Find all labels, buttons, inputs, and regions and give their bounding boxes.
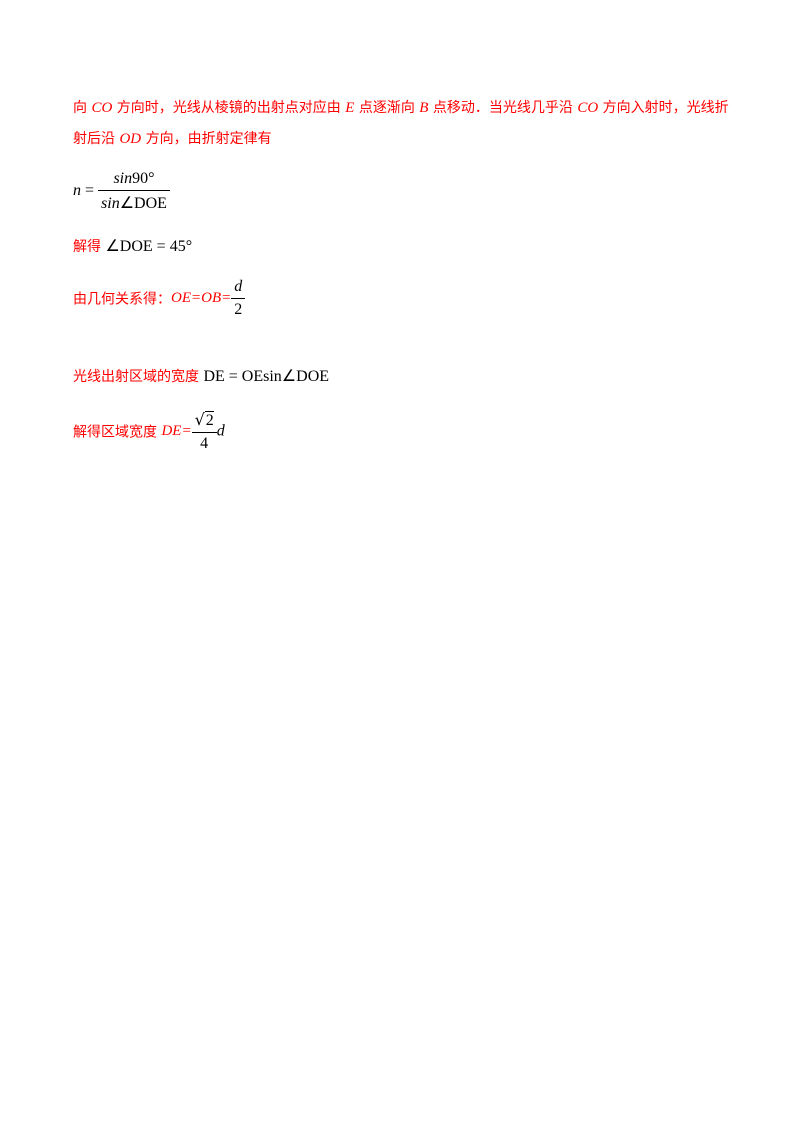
equation-geometry: 由几何关系得：OE=OB= d 2 <box>73 278 246 319</box>
fraction-numerator: √2 <box>191 410 217 433</box>
math-expr: DE= <box>161 423 192 439</box>
var-co: CO <box>577 100 599 116</box>
fraction-numerator: d <box>231 278 246 299</box>
equation-result: 解得区域宽度 DE= √2 4 d <box>73 410 225 453</box>
math-expr: ∠DOE = 45° <box>105 238 193 255</box>
math-expr: DE = OEsin∠DOE <box>203 368 330 385</box>
sqrt-symbol: √ <box>194 410 205 429</box>
fn-sin: sin <box>101 195 120 212</box>
fraction-denominator: 2 <box>234 301 243 318</box>
fraction-numerator: sin90° <box>98 170 170 191</box>
equation-refraction: n = sin90° sin∠DOE <box>73 170 170 213</box>
radicand: 2 <box>204 411 214 429</box>
text-segment: 射后沿 <box>73 131 120 147</box>
text-segment: 点逐渐向 <box>354 100 420 116</box>
text-segment: 点移动．当光线几乎沿 <box>428 100 578 116</box>
fraction-denominator: 4 <box>200 435 209 452</box>
equation-width: 光线出射区域的宽度 DE = OEsin∠DOE <box>73 366 329 386</box>
var-n: n <box>73 182 81 200</box>
paragraph-line-1: 向 CO 方向时，光线从棱镜的出射点对应由 E 点逐渐向 B 点移动．当光线几乎… <box>73 93 733 122</box>
fraction: √2 4 <box>191 410 217 453</box>
label-text: 光线出射区域的宽度 <box>73 369 204 385</box>
paragraph-line-2: 射后沿 OD 方向，由折射定律有 <box>73 124 733 153</box>
fraction-denominator: sin∠DOE <box>98 191 170 213</box>
label-text: 由几何关系得： <box>73 291 171 308</box>
var-co: CO <box>91 100 113 116</box>
var-d: d <box>216 422 225 440</box>
var-e: E <box>345 100 355 116</box>
text-segment: 方向，由折射定律有 <box>141 131 272 147</box>
fn-sin: sin <box>113 170 133 187</box>
fraction: d 2 <box>231 278 246 319</box>
numerator-arg: 90° <box>132 170 155 187</box>
text-segment: 方向时，光线从棱镜的出射点对应由 <box>112 100 346 116</box>
var-od: OD <box>119 131 142 147</box>
fraction: sin90° sin∠DOE <box>98 170 170 213</box>
denominator-arg: ∠DOE <box>119 195 167 212</box>
equals-sign: = <box>81 182 99 200</box>
equation-angle: 解得 ∠DOE = 45° <box>73 236 192 256</box>
label-text: 解得 <box>73 239 106 255</box>
var-b: B <box>419 100 429 116</box>
text-segment: 方向入射时，光线折 <box>598 100 729 116</box>
text-segment: 向 <box>73 100 92 116</box>
label-text: 解得区域宽度 <box>73 424 162 441</box>
math-expr: OE=OB= <box>171 290 232 306</box>
